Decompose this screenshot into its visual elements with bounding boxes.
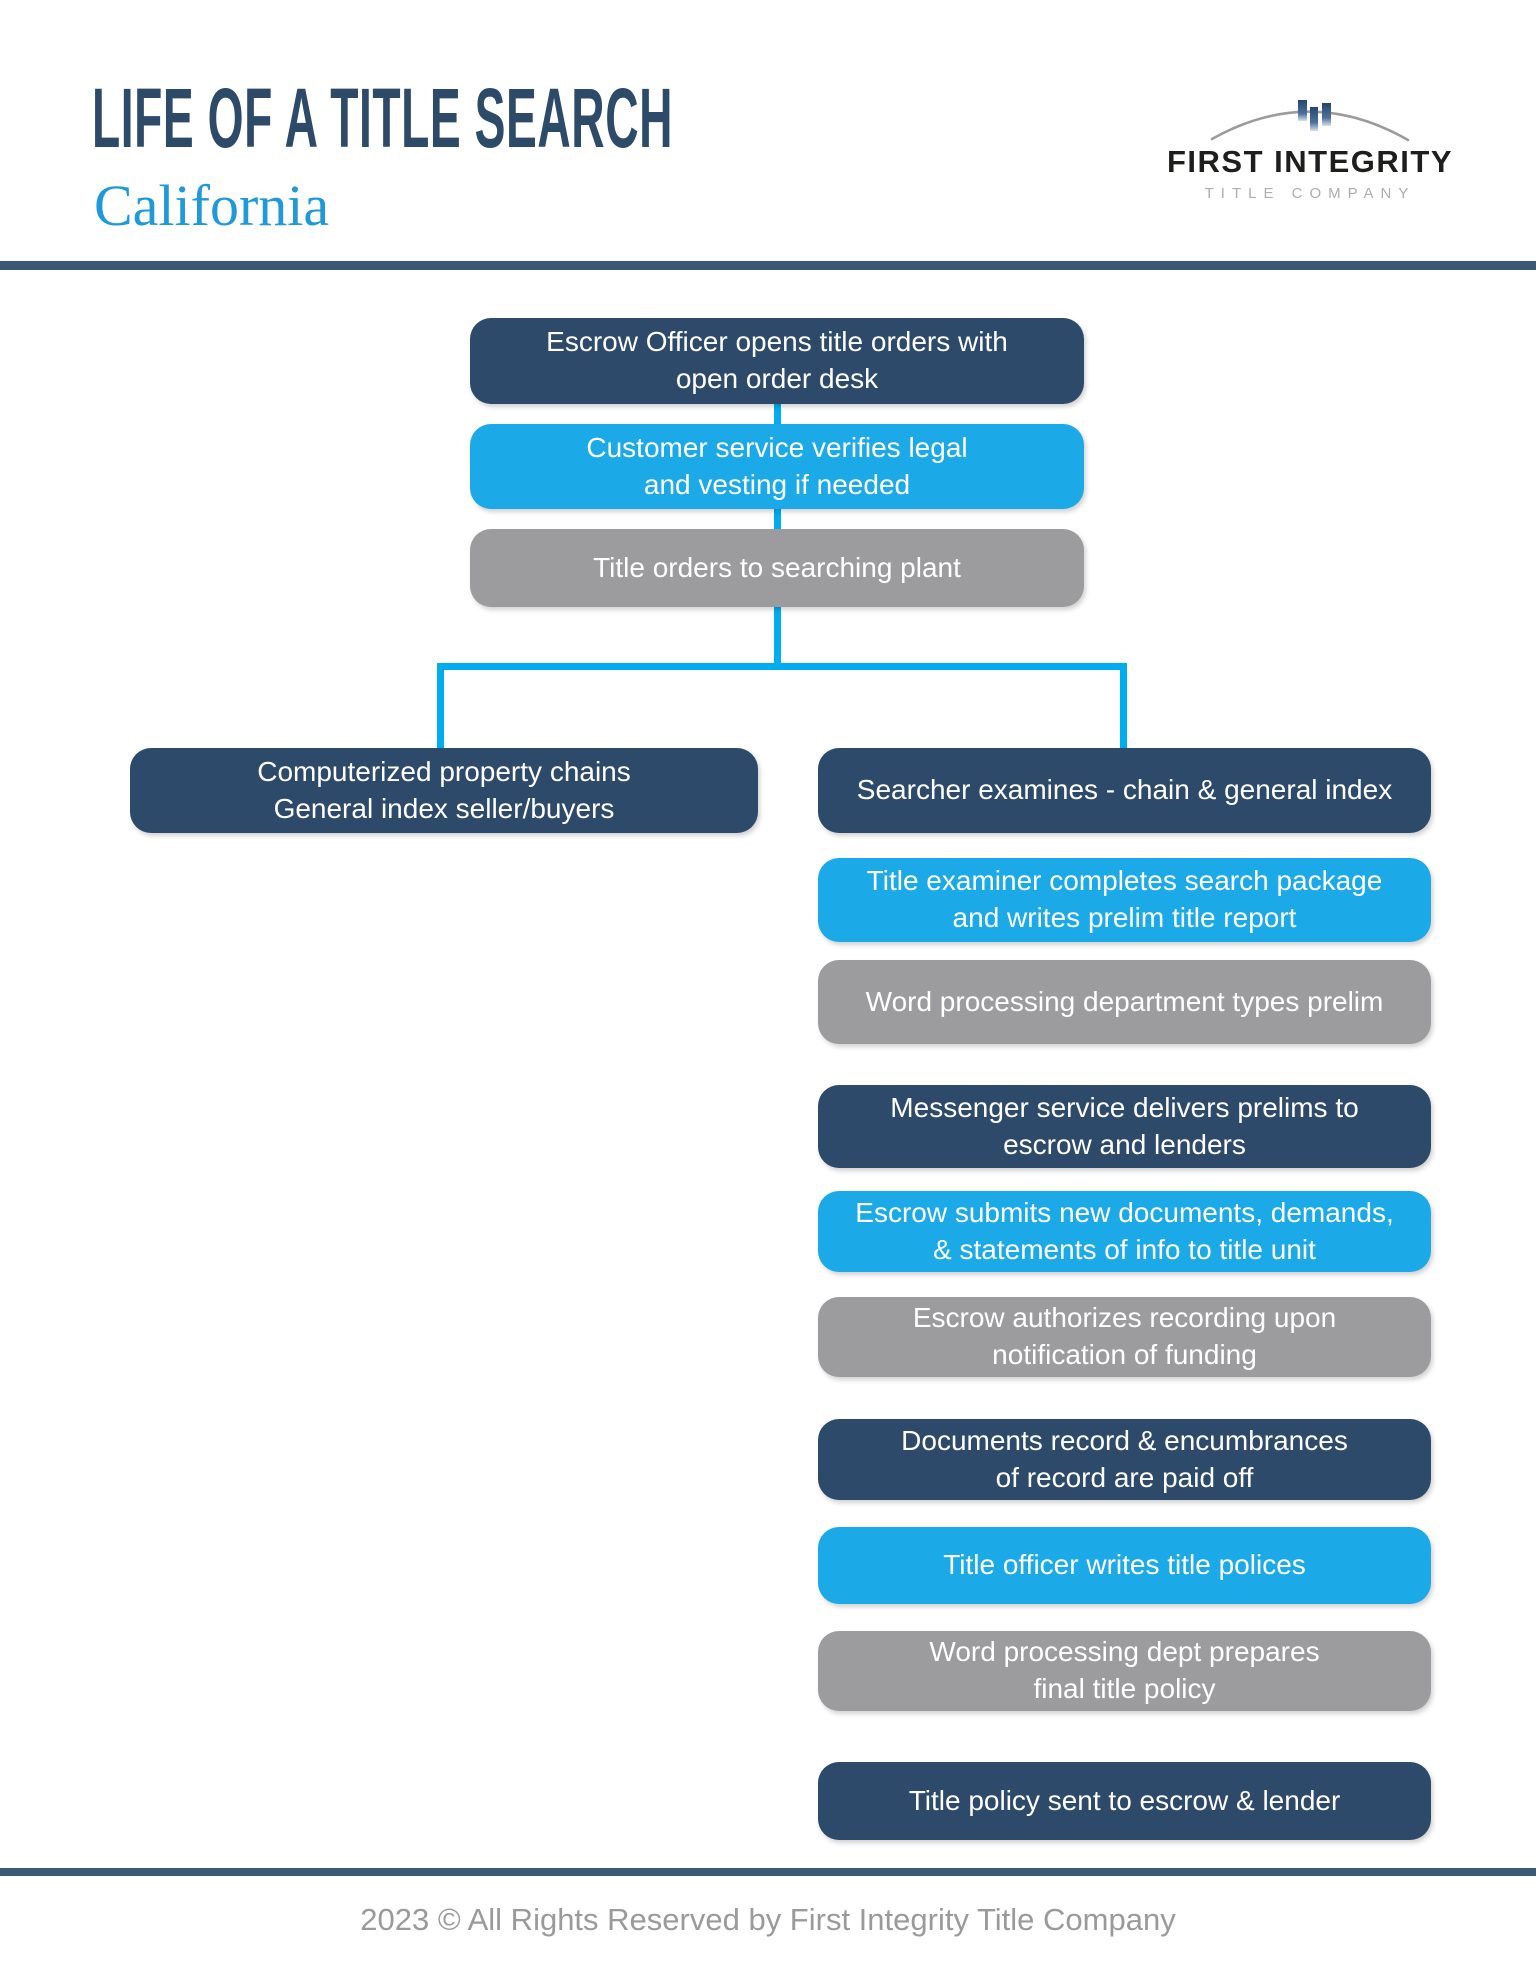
- flow-step-searcher-examines: Searcher examines - chain & general inde…: [818, 748, 1431, 833]
- connector-top1: [774, 400, 781, 430]
- footer-divider: [0, 1868, 1536, 1876]
- flow-step-documents-record: Documents record & encumbrances of recor…: [818, 1419, 1431, 1500]
- flow-step-customer-service: Customer service verifies legal and vest…: [470, 424, 1084, 509]
- flow-step-title-examiner: Title examiner completes search package …: [818, 858, 1431, 942]
- flow-step-title-officer: Title officer writes title polices: [818, 1527, 1431, 1604]
- page-subtitle: California: [94, 173, 330, 238]
- connector-branch-left: [437, 663, 444, 753]
- page-title: LIFE OF A TITLE SEARCH: [92, 71, 674, 165]
- logo-tagline: TITLE COMPANY: [1204, 185, 1416, 202]
- logo-buildings-arc-icon: [1210, 100, 1410, 142]
- flow-step-escrow-authorizes: Escrow authorizes recording upon notific…: [818, 1297, 1431, 1377]
- logo-company-name: FIRST INTEGRITY: [1167, 144, 1453, 179]
- connector-stem: [774, 603, 781, 669]
- connector-branch-right: [1120, 663, 1127, 753]
- flow-step-searching-plant: Title orders to searching plant: [470, 529, 1084, 607]
- flow-step-final-policy-prep: Word processing dept prepares final titl…: [818, 1631, 1431, 1711]
- flow-step-word-processing: Word processing department types prelim: [818, 960, 1431, 1044]
- flow-step-messenger-service: Messenger service delivers prelims to es…: [818, 1085, 1431, 1168]
- flow-step-property-chains: Computerized property chains General ind…: [130, 748, 758, 833]
- copyright-text: 2023 © All Rights Reserved by First Inte…: [360, 1902, 1176, 1937]
- header-divider: [0, 261, 1536, 270]
- flow-step-open-order: Escrow Officer opens title orders with o…: [470, 318, 1084, 404]
- company-logo: FIRST INTEGRITY TITLE COMPANY: [1150, 92, 1470, 202]
- flow-step-policy-sent: Title policy sent to escrow & lender: [818, 1762, 1431, 1840]
- flow-step-escrow-submits: Escrow submits new documents, demands, &…: [818, 1191, 1431, 1272]
- connector-top2: [774, 505, 781, 535]
- connector-branch-horizontal: [437, 663, 1127, 670]
